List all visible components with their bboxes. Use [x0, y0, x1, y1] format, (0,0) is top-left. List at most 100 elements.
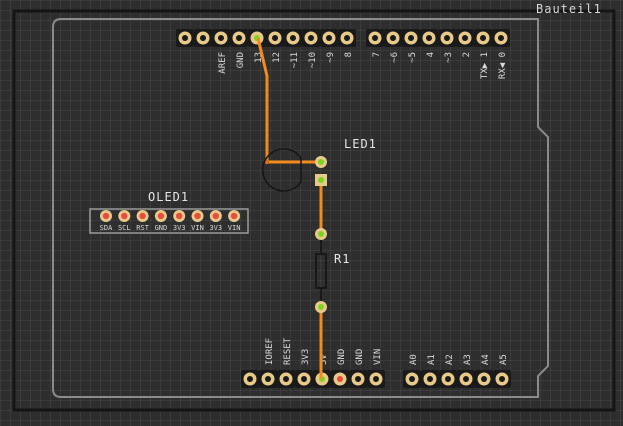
top-left-header-pin[interactable] — [194, 29, 212, 47]
top-right-header-pin[interactable]: 4 — [420, 29, 438, 57]
analog-header-pin-hole — [445, 376, 451, 382]
top-right-header-pin-label: ~5 — [408, 52, 418, 63]
power-header-pin[interactable] — [241, 370, 259, 388]
top-left-header-pin-label: 12 — [272, 52, 282, 63]
oled-pin-hole — [176, 212, 183, 220]
oled-pin[interactable]: 3V3 — [173, 210, 186, 232]
oled-pin[interactable]: 3V3 — [209, 210, 222, 232]
power-header-pin[interactable]: GND — [349, 349, 367, 388]
power-header-pin-label: 3V3 — [301, 349, 311, 365]
power-header-pin[interactable]: VIN — [367, 349, 385, 388]
top-left-header-pin-label: AREF — [218, 52, 228, 74]
oled-pin-hole — [121, 212, 128, 220]
trace-pin13-to-led[interactable] — [256, 37, 321, 164]
analog-header-pin[interactable]: A2 — [439, 354, 457, 388]
top-right-header-pin-hole — [390, 35, 396, 41]
oled-pin-hole — [139, 212, 146, 220]
oled-pin[interactable]: SCL — [118, 210, 131, 232]
oled-pin-label: SDA — [100, 224, 113, 232]
oled-pin[interactable]: RST — [136, 210, 150, 232]
analog-header-pin-hole — [409, 376, 415, 382]
top-right-header-pin[interactable]: TX▶ 1 — [474, 29, 492, 79]
power-header-pin-hole — [301, 376, 307, 382]
top-right-header-pin-hole — [444, 35, 450, 41]
top-right-header-pin[interactable]: RX◀ 0 — [492, 29, 510, 79]
top-right-header-pin[interactable]: ~5 — [402, 29, 420, 63]
oled-pin[interactable]: VIN — [191, 210, 204, 232]
top-left-header-pin-label: 13 — [254, 52, 264, 63]
top-left-header-pin[interactable]: ~9 — [320, 29, 338, 63]
analog-header-pin-label: A3 — [463, 354, 473, 365]
top-right-header-pin[interactable]: ~3 — [438, 29, 456, 63]
oled-pin[interactable]: VIN — [228, 210, 241, 232]
top-left-header-pin-hole — [182, 35, 188, 41]
power-header-pin-label: GND — [355, 349, 365, 365]
power-header-pin[interactable]: 3V3 — [295, 349, 313, 388]
top-right-header-pin[interactable]: 7 — [366, 29, 384, 57]
top-left-header-pin[interactable]: AREF — [212, 29, 230, 74]
top-left-header-pin[interactable]: GND — [230, 29, 248, 68]
oled-pin-label: VIN — [191, 224, 204, 232]
top-left-header-pin-label: 8 — [344, 52, 354, 57]
top-left-header-pin-hole — [326, 35, 332, 41]
top-right-header-pin[interactable]: 2 — [456, 29, 474, 57]
analog-header-pin[interactable]: A5 — [493, 354, 511, 388]
power-header-pin[interactable]: RESET — [277, 337, 295, 388]
top-left-header-pin-hole — [200, 35, 206, 41]
power-header-pin[interactable]: IOREF — [259, 338, 277, 388]
top-right-header-pin-label: 4 — [426, 52, 436, 57]
analog-header-pin-label: A2 — [445, 354, 455, 365]
resistor-component[interactable] — [315, 228, 327, 313]
analog-header-pin[interactable]: A1 — [421, 354, 439, 388]
analog-header-pin[interactable]: A4 — [475, 354, 493, 388]
analog-header-pin[interactable]: A3 — [457, 354, 475, 388]
wire-junction — [264, 159, 270, 165]
power-header-pin-hole — [373, 376, 379, 382]
top-right-header-pin-label: ~3 — [444, 52, 454, 63]
top-left-header-pin[interactable]: 8 — [338, 29, 356, 57]
power-header-pin-label: GND — [337, 349, 347, 365]
top-right-header-pin-label: ~6 — [390, 52, 400, 63]
top-left-header-pin-label: GND — [236, 52, 246, 68]
top-left-header-pin-hole — [218, 35, 224, 41]
power-header-pin-label: 5V — [319, 354, 329, 365]
analog-header-pin-hole — [481, 376, 487, 382]
oled-pin[interactable]: SDA — [100, 210, 113, 232]
top-left-header-pin-hole — [272, 35, 278, 41]
power-header-pin-label: VIN — [373, 349, 383, 365]
top-right-header-pin-hole — [480, 35, 486, 41]
oled-pin-hole — [194, 212, 201, 220]
top-right-header-pin-label: 2 — [462, 52, 472, 57]
power-header-pin[interactable]: GND — [331, 349, 349, 388]
top-left-header-pin[interactable] — [176, 29, 194, 47]
analog-header-pin-label: A5 — [499, 354, 509, 365]
power-header-pin-hole — [283, 376, 289, 382]
arduino-board-outline — [52, 18, 549, 398]
led-component[interactable] — [262, 148, 327, 192]
oled-pin[interactable]: GND — [155, 210, 168, 232]
top-left-header-pin[interactable]: ~11 — [284, 29, 302, 68]
top-left-header-pin-hole — [344, 35, 350, 41]
top-left-header-pin-label: ~11 — [290, 52, 300, 68]
oled-pin-hole — [157, 212, 165, 220]
top-right-header-pin[interactable]: ~6 — [384, 29, 402, 63]
analog-header-pin-label: A0 — [409, 354, 419, 365]
analog-header-pin[interactable]: A0 — [403, 354, 421, 388]
power-header-pin-hole — [265, 376, 271, 382]
top-header-left: AREF GND 13 12 ~11~10~9 8 — [176, 29, 356, 74]
analog-header-pin-hole — [463, 376, 469, 382]
top-left-header-pin-hole — [290, 35, 296, 41]
top-right-header-pin-hole — [426, 35, 432, 41]
resistor-label: R1 — [334, 252, 351, 266]
top-right-header-pin-hole — [372, 35, 378, 41]
led-anode-pin-center — [318, 159, 324, 165]
top-left-header-pin[interactable]: 12 — [266, 29, 284, 63]
top-left-header-pin[interactable]: ~10 — [302, 29, 320, 68]
oled-pin-label: VIN — [228, 224, 241, 232]
power-header-pin-label: IOREF — [265, 338, 275, 365]
